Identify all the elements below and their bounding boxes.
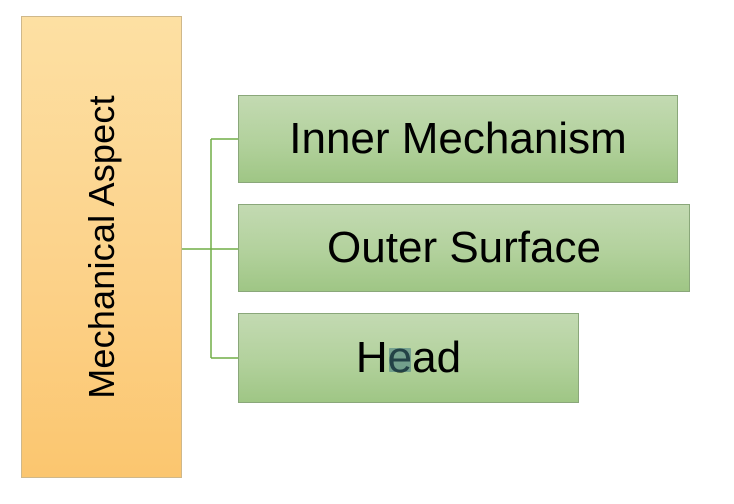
child-node-label: Inner Mechanism	[289, 114, 627, 163]
root-node-mechanical-aspect[interactable]: Mechanical Aspect	[21, 16, 182, 478]
child-node-label: Outer Surface	[327, 223, 601, 272]
child-node-head[interactable]: Head	[238, 313, 579, 403]
child-node-inner-mechanism[interactable]: Inner Mechanism	[238, 95, 678, 183]
child-node-outer-surface[interactable]: Outer Surface	[238, 204, 690, 292]
text-cursor-marker	[389, 348, 411, 372]
